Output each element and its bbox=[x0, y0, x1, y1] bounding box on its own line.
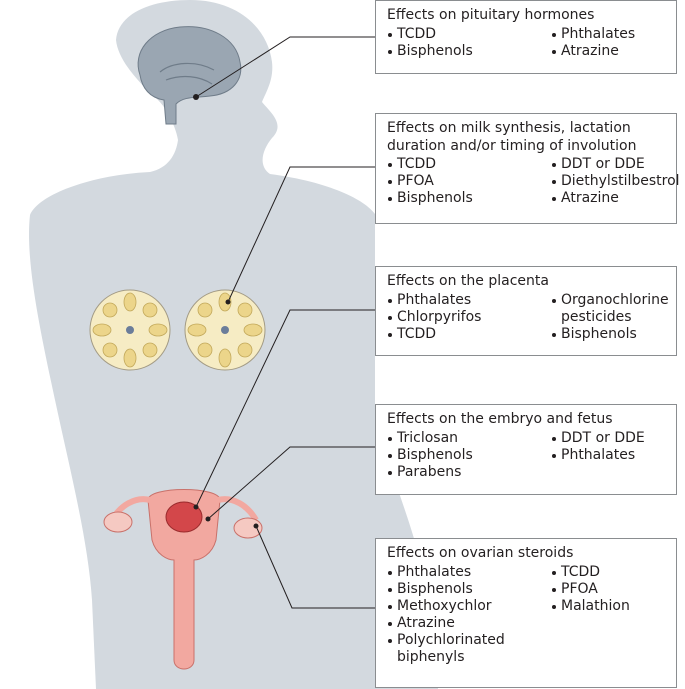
list-item: Phthalates bbox=[551, 447, 645, 464]
placenta-box-title: Effects on the placenta bbox=[387, 273, 549, 289]
milk-effects-box: Effects on milk synthesis, lactation dur… bbox=[375, 113, 680, 224]
list-item: Malathion bbox=[551, 598, 630, 615]
mammary-gland-icon bbox=[89, 289, 266, 371]
leader-line-milk bbox=[227, 166, 375, 303]
ovarian-effects-box: Effects on ovarian steroids Phthalates B… bbox=[375, 538, 677, 688]
list-item: TCDD bbox=[387, 326, 481, 343]
placenta-effects-box: Effects on the placenta Phthalates Chlor… bbox=[375, 266, 677, 356]
list-item: Atrazine bbox=[551, 43, 635, 60]
list-item: Bisphenols bbox=[387, 581, 505, 598]
milk-box-title: Effects on milk synthesis, lactation dur… bbox=[387, 120, 637, 154]
list-item: Phthalates bbox=[551, 26, 635, 43]
list-item: Phthalates bbox=[387, 292, 481, 309]
list-item: Bisphenols bbox=[387, 447, 473, 464]
embryo-effects-box: Effects on the embryo and fetus Triclosa… bbox=[375, 404, 677, 495]
leader-line-ovarian bbox=[255, 525, 375, 609]
leader-line-embryo bbox=[207, 446, 375, 520]
leader-line-placenta bbox=[195, 309, 375, 508]
list-item: Atrazine bbox=[551, 190, 680, 207]
uterus-ovary-icon bbox=[103, 489, 263, 670]
list-item: PFOA bbox=[551, 581, 630, 598]
list-item: DDT or DDE bbox=[551, 156, 680, 173]
list-item: Bisphenols bbox=[551, 326, 669, 343]
list-item: Chlorpyrifos bbox=[387, 309, 481, 326]
list-item: Methoxychlor bbox=[387, 598, 505, 615]
pituitary-effects-box: Effects on pituitary hormones TCDD Bisph… bbox=[375, 0, 677, 74]
ovarian-box-title: Effects on ovarian steroids bbox=[387, 545, 574, 561]
list-item: TCDD bbox=[551, 564, 630, 581]
leader-line-pituitary bbox=[195, 36, 375, 98]
list-item: Bisphenols bbox=[387, 190, 473, 207]
list-item: Diethylstilbestrol bbox=[551, 173, 680, 190]
list-item: Bisphenols bbox=[387, 43, 473, 60]
embryo-box-title: Effects on the embryo and fetus bbox=[387, 411, 613, 427]
list-item: Phthalates bbox=[387, 564, 505, 581]
list-item: Parabens bbox=[387, 464, 473, 481]
list-item: DDT or DDE bbox=[551, 430, 645, 447]
list-item: Atrazine bbox=[387, 615, 505, 632]
list-item: PFOA bbox=[387, 173, 473, 190]
pituitary-box-title: Effects on pituitary hormones bbox=[387, 7, 595, 23]
list-item: Triclosan bbox=[387, 430, 473, 447]
list-item: TCDD bbox=[387, 26, 473, 43]
list-item: Organochlorine pesticides bbox=[551, 292, 669, 326]
list-item: TCDD bbox=[387, 156, 473, 173]
list-item: Polychlorinated biphenyls bbox=[387, 632, 505, 666]
